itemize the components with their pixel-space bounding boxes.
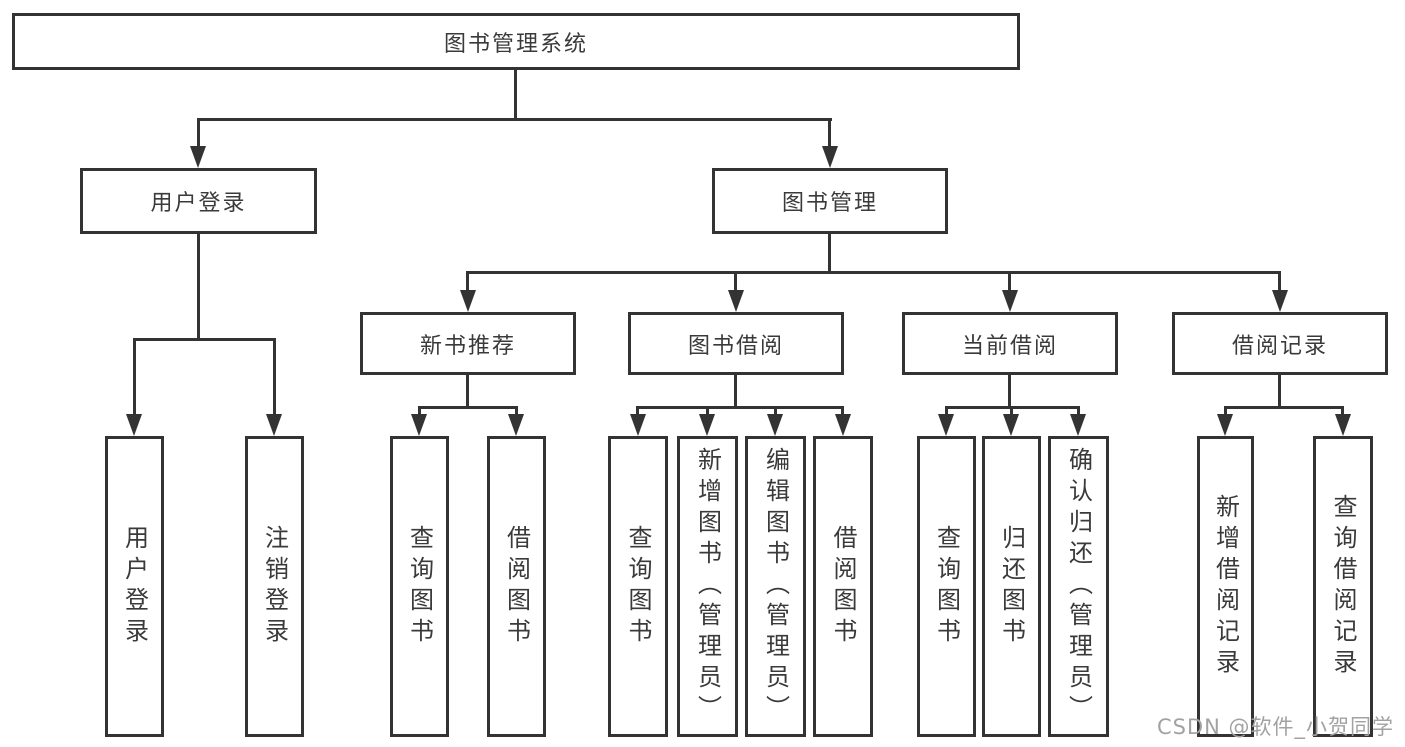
arrowhead-down-icon [767, 414, 783, 436]
arrowhead-down-icon [630, 414, 646, 436]
leaf-query-books-recommend: 查询图书 [390, 436, 449, 737]
node-label: 用户登录 [150, 191, 247, 216]
arrowhead-down-icon [126, 414, 142, 436]
leaf-query-books-current: 查询图书 [917, 436, 976, 737]
connector-borrow-rail [636, 406, 844, 409]
watermark: CSDN @软件_小贺同学 [1157, 715, 1395, 739]
leaf-confirm-return-admin: 确认归还（管理员） [1048, 436, 1109, 737]
node-label: 图书管理系统 [443, 31, 588, 57]
node-user-login: 用户登录 [80, 168, 317, 234]
node-label: 图书借阅 [687, 333, 784, 359]
connector-drop [466, 274, 469, 290]
node-new-book-recommend: 新书推荐 [360, 312, 576, 375]
connector-bookmgmt-rail [466, 271, 1281, 274]
connector-drop [197, 121, 200, 146]
connector-drop [841, 409, 844, 414]
connector-current-stem [1008, 375, 1011, 409]
connector-drop [636, 409, 639, 414]
node-book-borrow: 图书借阅 [628, 312, 844, 375]
connector-drop [1010, 409, 1013, 414]
connector-userlogin-stem [197, 234, 200, 341]
node-book-management: 图书管理 [712, 168, 948, 234]
arrowhead-down-icon [1002, 290, 1018, 312]
leaf-user-login: 用户登录 [105, 436, 164, 737]
connector-root-rail [197, 118, 832, 121]
node-label: 图书管理 [781, 191, 878, 216]
connector-root-stem [514, 70, 517, 121]
connector-drop [1077, 409, 1080, 414]
leaf-label: 查询图书 [624, 524, 652, 649]
leaf-label: 借阅图书 [502, 524, 531, 649]
leaf-label: 确认归还（管理员） [1064, 447, 1093, 726]
leaf-query-borrow-record: 查询借阅记录 [1313, 436, 1373, 737]
connector-newrec-stem [466, 375, 469, 409]
arrowhead-down-icon [1335, 414, 1351, 436]
connector-drop [1008, 274, 1011, 290]
leaf-label: 用户登录 [120, 524, 149, 649]
node-borrow-records: 借阅记录 [1172, 312, 1388, 375]
connector-userlogin-rail [133, 338, 276, 341]
connector-drop [515, 409, 518, 414]
leaf-label: 注销登录 [260, 524, 289, 649]
connector-drop [945, 409, 948, 414]
arrowhead-down-icon [938, 414, 954, 436]
leaf-label: 借阅图书 [829, 524, 857, 649]
connector-records-stem [1278, 375, 1281, 409]
connector-drop [273, 341, 276, 414]
connector-drop [1341, 409, 1344, 414]
arrowhead-down-icon [411, 414, 427, 436]
leaf-label: 查询图书 [405, 524, 434, 649]
arrowhead-down-icon [190, 146, 206, 168]
arrowhead-down-icon [1217, 414, 1233, 436]
leaf-borrow-books-borrow: 借阅图书 [813, 436, 873, 737]
arrowhead-down-icon [266, 414, 282, 436]
node-root: 图书管理系统 [12, 13, 1020, 70]
connector-drop [706, 409, 709, 414]
arrowhead-down-icon [835, 414, 851, 436]
arrowhead-down-icon [460, 290, 476, 312]
arrowhead-down-icon [728, 290, 744, 312]
connector-records-rail [1224, 406, 1344, 409]
leaf-label: 新增图书（管理员） [693, 447, 722, 726]
node-current-borrow: 当前借阅 [902, 312, 1118, 375]
leaf-add-borrow-record: 新增借阅记录 [1197, 436, 1254, 737]
node-label: 当前借阅 [961, 333, 1058, 359]
connector-drop [1278, 274, 1281, 290]
arrowhead-down-icon [1272, 290, 1288, 312]
connector-drop [133, 341, 136, 414]
leaf-label: 查询图书 [932, 524, 961, 649]
node-label: 借阅记录 [1231, 333, 1328, 359]
connector-drop [1224, 409, 1227, 414]
arrowhead-down-icon [699, 414, 715, 436]
arrowhead-down-icon [822, 146, 838, 168]
leaf-return-books: 归还图书 [982, 436, 1041, 737]
node-label: 新书推荐 [419, 333, 516, 359]
arrowhead-down-icon [508, 414, 524, 436]
leaf-label: 查询借阅记录 [1329, 493, 1357, 680]
leaf-label: 新增借阅记录 [1211, 493, 1240, 680]
connector-drop [418, 409, 421, 414]
arrowhead-down-icon [1070, 414, 1086, 436]
connector-borrow-stem [734, 375, 737, 409]
arrowhead-down-icon [1003, 414, 1019, 436]
leaf-borrow-books-recommend: 借阅图书 [487, 436, 546, 737]
connector-newrec-rail [418, 406, 518, 409]
connector-bookmgmt-stem [828, 234, 831, 274]
connector-drop [734, 274, 737, 290]
connector-drop [828, 121, 831, 146]
leaf-query-books-borrow: 查询图书 [608, 436, 668, 737]
leaf-add-books-admin: 新增图书（管理员） [677, 436, 738, 737]
connector-current-rail [945, 406, 1080, 409]
leaf-edit-books-admin: 编辑图书（管理员） [745, 436, 806, 737]
leaf-logout: 注销登录 [245, 436, 304, 737]
leaf-label: 归还图书 [997, 524, 1026, 649]
connector-drop [774, 409, 777, 414]
leaf-label: 编辑图书（管理员） [761, 447, 790, 726]
